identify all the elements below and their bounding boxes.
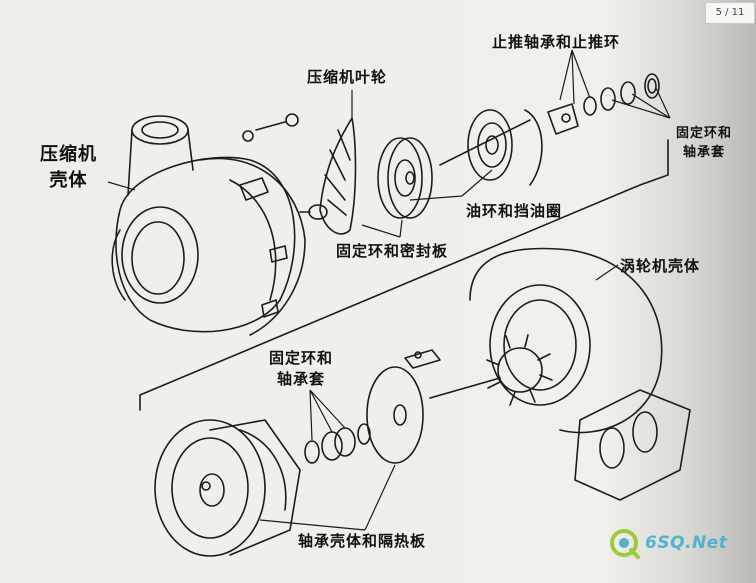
watermark-logo-icon bbox=[610, 529, 640, 559]
turbine-wheel-part bbox=[404, 334, 553, 406]
seal-plate-part bbox=[377, 137, 433, 219]
oil-deflector-part bbox=[439, 109, 543, 186]
label-retainer-and-bushing-bottom-line2: 轴承套 bbox=[277, 370, 326, 388]
label-compressor-impeller: 压缩机叶轮 bbox=[307, 68, 388, 86]
label-bearing-housing-and-heat-shield: 轴承壳体和隔热板 bbox=[298, 532, 427, 550]
label-retainer-and-bushing-top-line1: 固定环和 bbox=[676, 126, 733, 141]
section-divider-line bbox=[139, 139, 669, 411]
thrust-bearing-part bbox=[547, 73, 660, 135]
turbine-housing-part bbox=[469, 247, 691, 501]
bearing-bushing-part bbox=[304, 423, 371, 464]
watermark-text: 6SQ.Net bbox=[645, 533, 728, 553]
label-retainer-and-bushing-bottom: 固定环和 轴承套 bbox=[269, 347, 333, 389]
bearing-housing-part bbox=[154, 419, 301, 557]
page-indicator: 5 / 11 bbox=[705, 2, 755, 24]
label-oil-ring-and-deflector: 油环和挡油圈 bbox=[466, 202, 563, 220]
compressor-housing-part bbox=[111, 115, 306, 336]
label-turbine-housing: 涡轮机壳体 bbox=[620, 257, 701, 275]
heat-shield-part bbox=[366, 366, 424, 464]
site-watermark: 6SQ.Net bbox=[607, 523, 727, 563]
label-compressor-housing: 压缩机 壳体 bbox=[40, 140, 97, 192]
label-compressor-housing-line1: 压缩机 bbox=[40, 144, 97, 165]
label-retainer-and-bushing-top-line2: 轴承套 bbox=[683, 145, 726, 160]
label-retainer-and-bushing-top: 固定环和 轴承套 bbox=[676, 122, 732, 160]
leader-lines bbox=[107, 49, 671, 531]
label-thrust-bearing-and-ring: 止推轴承和止推环 bbox=[492, 33, 621, 51]
label-compressor-housing-line2: 壳体 bbox=[49, 170, 88, 191]
bolt-and-washer-part bbox=[242, 113, 299, 142]
label-retainer-and-seal-plate: 固定环和密封板 bbox=[336, 242, 449, 260]
compressor-impeller-part bbox=[299, 117, 357, 235]
label-retainer-and-bushing-bottom-line1: 固定环和 bbox=[269, 349, 334, 367]
